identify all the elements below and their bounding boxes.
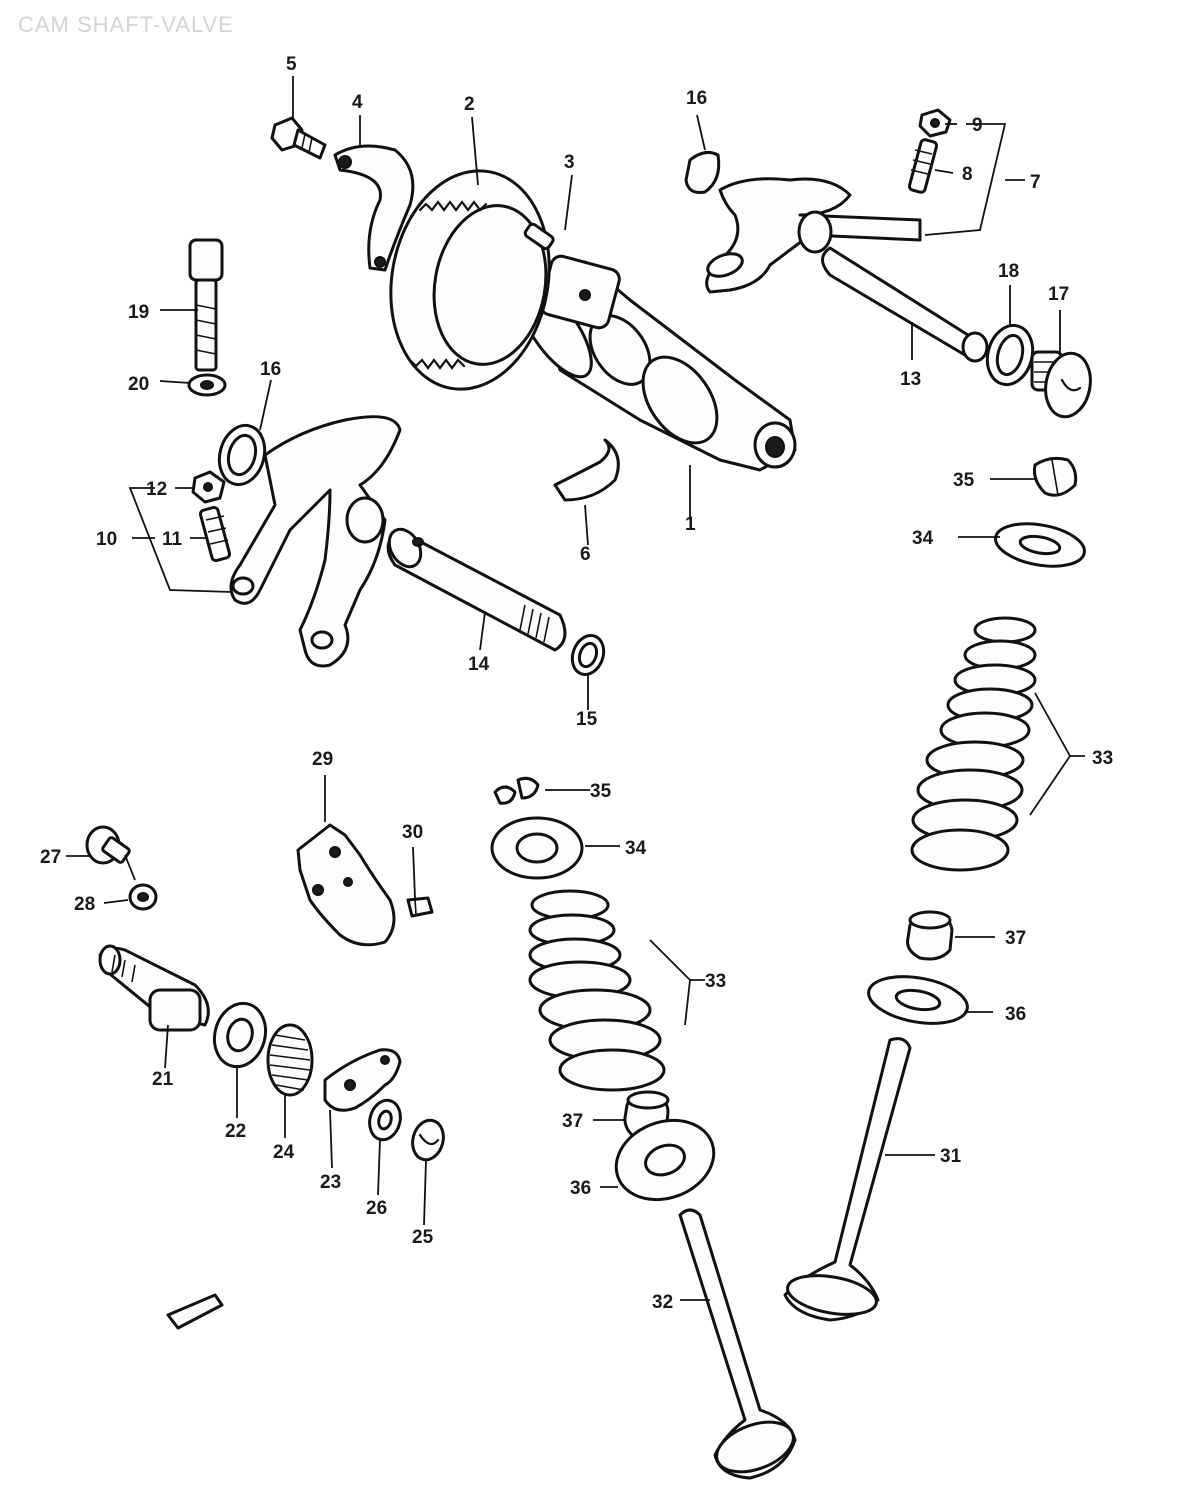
callout-37-right: 37 [1005, 928, 1026, 949]
callout-1: 1 [685, 514, 696, 535]
callout-26: 26 [366, 1198, 387, 1219]
rocker-arm-7-part [705, 177, 922, 294]
spring-33-right-part [910, 616, 1037, 872]
bolt-27-part [85, 825, 131, 865]
callout-3: 3 [564, 152, 575, 173]
clip-25-part [411, 1118, 445, 1162]
washer-18-part [985, 323, 1035, 387]
nut-12-part [191, 470, 226, 504]
spring-24-part [266, 1023, 314, 1097]
retainer-34-right-part [994, 522, 1086, 568]
retainer-6-part [553, 438, 620, 502]
callout-18: 18 [998, 261, 1019, 282]
seat-36-centre-part [614, 1118, 716, 1202]
bolt-5-part [270, 116, 327, 160]
callout-9: 9 [972, 115, 983, 136]
cam-sprocket-part [389, 169, 551, 391]
callout-15: 15 [576, 709, 598, 730]
valve-31-part [783, 1037, 912, 1322]
washer-20-part [187, 373, 227, 397]
rocker-shaft-14-part [386, 527, 567, 652]
adjuster-8-part [907, 138, 939, 194]
cotter-35-right-part [1033, 456, 1078, 497]
o-ring-16-left-part [217, 423, 267, 487]
retainer-34-centre-part [490, 816, 584, 880]
callout-30: 30 [402, 822, 423, 843]
o-ring-16-top-part [684, 150, 721, 194]
callout-22: 22 [225, 1121, 246, 1142]
callout-11: 11 [162, 529, 183, 550]
callout-4: 4 [352, 92, 363, 113]
washer-26-part [368, 1098, 402, 1142]
pin-3-part [523, 222, 555, 251]
callout-28: 28 [74, 894, 95, 915]
adjuster-11-part [198, 505, 232, 563]
callout-29: 29 [312, 749, 333, 770]
seat-36-right-part [867, 975, 969, 1025]
lever-23-part [323, 1048, 402, 1112]
callout-2: 2 [464, 94, 475, 115]
callout-6: 6 [580, 544, 591, 565]
callout-19: 19 [128, 302, 149, 323]
sprocket-plate-part [333, 144, 415, 272]
callout-labels: 1 2 3 4 5 6 7 8 9 10 11 12 13 14 15 16 1… [40, 54, 1113, 1313]
front-mark [166, 1293, 224, 1330]
callout-32: 32 [652, 1292, 673, 1313]
callout-16-top: 16 [686, 88, 707, 109]
callout-7: 7 [1030, 172, 1041, 193]
ring-15-part [570, 634, 606, 676]
bracket-29-part [296, 823, 396, 947]
callout-17: 17 [1048, 284, 1069, 305]
callout-33-right: 33 [1092, 748, 1113, 769]
bolt-19-part [188, 238, 224, 372]
callout-20: 20 [128, 374, 149, 395]
callout-27: 27 [40, 847, 61, 868]
plug-17-part [1030, 350, 1092, 419]
rocker-arm-10-part [229, 415, 402, 668]
diagram-title: CAM SHAFT-VALVE [18, 12, 234, 37]
leader-lines [66, 76, 1085, 1301]
rocker-shaft-13-part [821, 246, 989, 363]
washer-22-part [212, 1001, 268, 1069]
nut-9-part [918, 108, 952, 138]
callout-35-centre: 35 [590, 781, 612, 802]
callout-31: 31 [940, 1146, 962, 1167]
callout-34-centre: 34 [625, 838, 647, 859]
spring-33-centre-part [528, 889, 666, 1092]
callout-13: 13 [900, 369, 921, 390]
callout-10: 10 [96, 529, 117, 550]
callout-33-centre: 33 [705, 971, 726, 992]
seal-37-right-part [906, 910, 954, 961]
callout-25: 25 [412, 1227, 434, 1248]
callout-21: 21 [152, 1069, 174, 1090]
callout-37-centre: 37 [562, 1111, 583, 1132]
callout-34-right: 34 [912, 528, 934, 549]
shaft-21-part [98, 944, 210, 1032]
callout-5: 5 [286, 54, 297, 75]
valve-32-part [678, 1208, 797, 1480]
callout-36-centre: 36 [570, 1178, 591, 1199]
cotter-35-centre-part [493, 776, 540, 805]
callout-8: 8 [962, 164, 973, 185]
callout-35-right: 35 [953, 470, 975, 491]
callout-14: 14 [468, 654, 490, 675]
washer-28-part [128, 883, 158, 911]
callout-16-left: 16 [260, 359, 281, 380]
callout-12: 12 [146, 479, 167, 500]
screw-30-part [406, 896, 434, 918]
callout-23: 23 [320, 1172, 341, 1193]
callout-24: 24 [273, 1142, 295, 1163]
callout-36-right: 36 [1005, 1004, 1026, 1025]
